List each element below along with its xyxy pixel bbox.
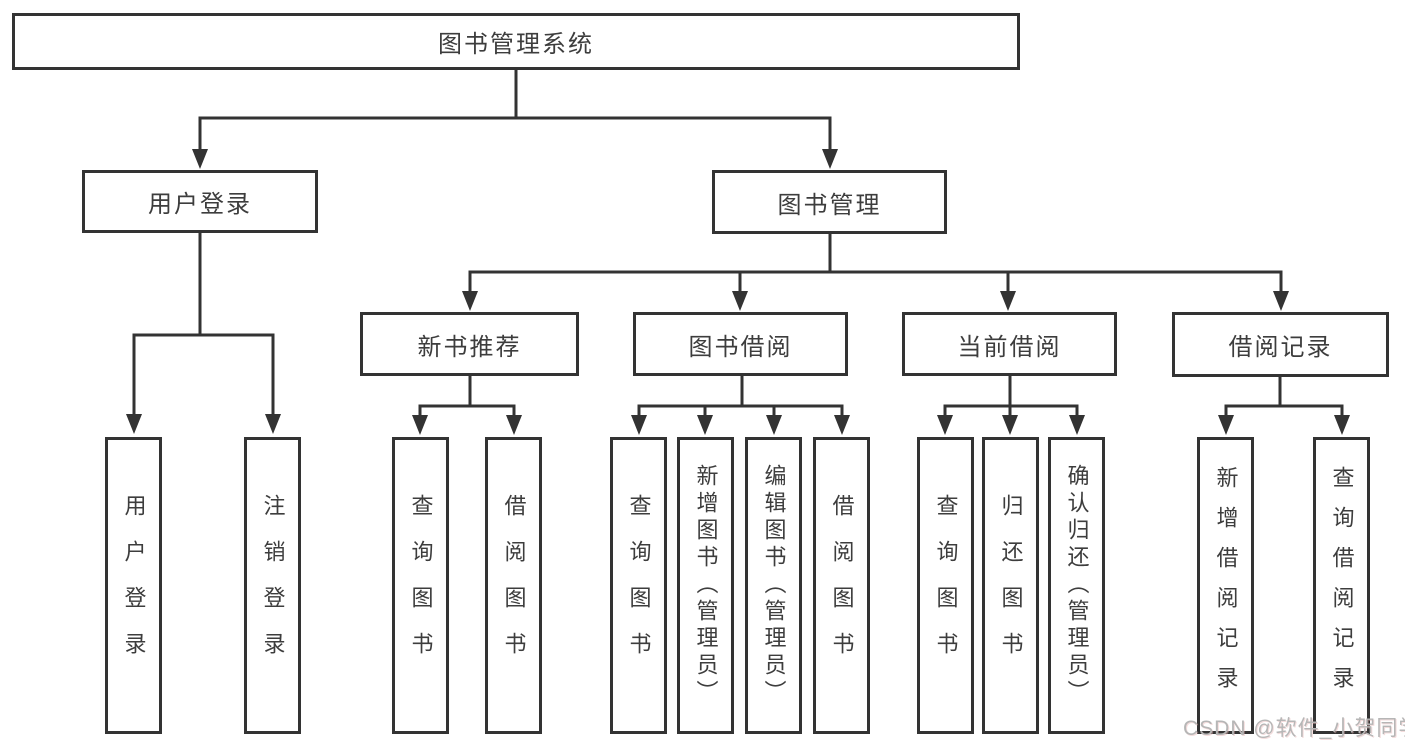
leaf-borrow-books: 借阅图书 — [813, 437, 870, 734]
leaf-label: 注销登录 — [260, 493, 286, 678]
leaf-label: 编辑图书（管理员） — [761, 464, 787, 707]
arrowhead-icon — [1002, 415, 1018, 435]
arrowhead-icon — [937, 415, 953, 435]
leaf-query-books-current: 查询图书 — [917, 437, 974, 734]
arrowhead-icon — [631, 415, 647, 435]
connector-book-management-to-level3 — [462, 234, 1289, 311]
leaf-label: 用户登录 — [121, 493, 147, 678]
leaf-query-books-recommend: 查询图书 — [392, 437, 449, 734]
arrowhead-icon — [766, 415, 782, 435]
node-root: 图书管理系统 — [12, 13, 1020, 70]
leaf-label: 确认归还（管理员） — [1064, 464, 1090, 707]
connector-current-borrow-group — [937, 376, 1085, 435]
node-book-borrow: 图书借阅 — [633, 312, 848, 376]
arrowhead-icon — [265, 414, 281, 434]
arrowhead-icon — [1334, 415, 1350, 435]
node-user-login: 用户登录 — [82, 170, 318, 233]
leaf-label: 新增借阅记录 — [1213, 465, 1239, 706]
arrowhead-icon — [732, 291, 748, 311]
node-new-book-recommend-label: 新书推荐 — [417, 333, 522, 361]
leaf-return-books: 归还图书 — [982, 437, 1039, 734]
connector-borrow-records-group — [1218, 377, 1350, 435]
arrowhead-icon — [462, 291, 478, 311]
leaf-label: 查询借阅记录 — [1329, 465, 1355, 706]
arrowhead-icon — [1000, 291, 1016, 311]
leaf-add-books-admin: 新增图书（管理员） — [677, 437, 734, 734]
node-borrow-records: 借阅记录 — [1172, 312, 1389, 377]
leaf-label: 查询图书 — [408, 493, 434, 678]
connector-root-to-level2 — [192, 69, 838, 169]
leaf-query-borrow-record: 查询借阅记录 — [1313, 437, 1370, 734]
arrowhead-icon — [822, 149, 838, 169]
arrowhead-icon — [506, 415, 522, 435]
node-user-login-label: 用户登录 — [148, 191, 252, 218]
arrowhead-icon — [1218, 415, 1234, 435]
leaf-label: 归还图书 — [998, 493, 1024, 678]
node-new-book-recommend: 新书推荐 — [360, 312, 579, 376]
arrowhead-icon — [697, 415, 713, 435]
node-current-borrow-label: 当前借阅 — [957, 333, 1062, 361]
leaf-label: 新增图书（管理员） — [693, 464, 719, 707]
node-current-borrow: 当前借阅 — [902, 312, 1117, 376]
leaf-logout: 注销登录 — [244, 437, 301, 734]
leaf-add-borrow-record: 新增借阅记录 — [1197, 437, 1254, 734]
node-root-label: 图书管理系统 — [438, 31, 594, 58]
leaf-user-login: 用户登录 — [105, 437, 162, 734]
arrowhead-icon — [192, 149, 208, 169]
leaf-borrow-books-recommend: 借阅图书 — [485, 437, 542, 734]
connector-book-borrow-group — [631, 376, 850, 435]
arrowhead-icon — [1273, 291, 1289, 311]
node-book-borrow-label: 图书借阅 — [688, 333, 793, 361]
leaf-label: 借阅图书 — [501, 493, 527, 678]
connector-new-book-group — [412, 376, 522, 435]
arrowhead-icon — [412, 415, 428, 435]
connector-user-login-group — [126, 233, 281, 434]
arrowhead-icon — [834, 415, 850, 435]
node-borrow-records-label: 借阅记录 — [1228, 334, 1333, 361]
arrowhead-icon — [1069, 415, 1085, 435]
leaf-label: 借阅图书 — [829, 493, 855, 678]
node-book-management-label: 图书管理 — [777, 191, 882, 219]
leaf-label: 查询图书 — [933, 493, 959, 678]
leaf-query-books-borrow: 查询图书 — [610, 437, 667, 734]
csdn-watermark: CSDN @软件_小贺同学 — [1183, 717, 1405, 740]
arrowhead-icon — [126, 414, 142, 434]
leaf-confirm-return-admin: 确认归还（管理员） — [1048, 437, 1105, 734]
leaf-edit-books-admin: 编辑图书（管理员） — [745, 437, 802, 734]
node-book-management: 图书管理 — [712, 170, 947, 234]
leaf-label: 查询图书 — [626, 493, 652, 678]
